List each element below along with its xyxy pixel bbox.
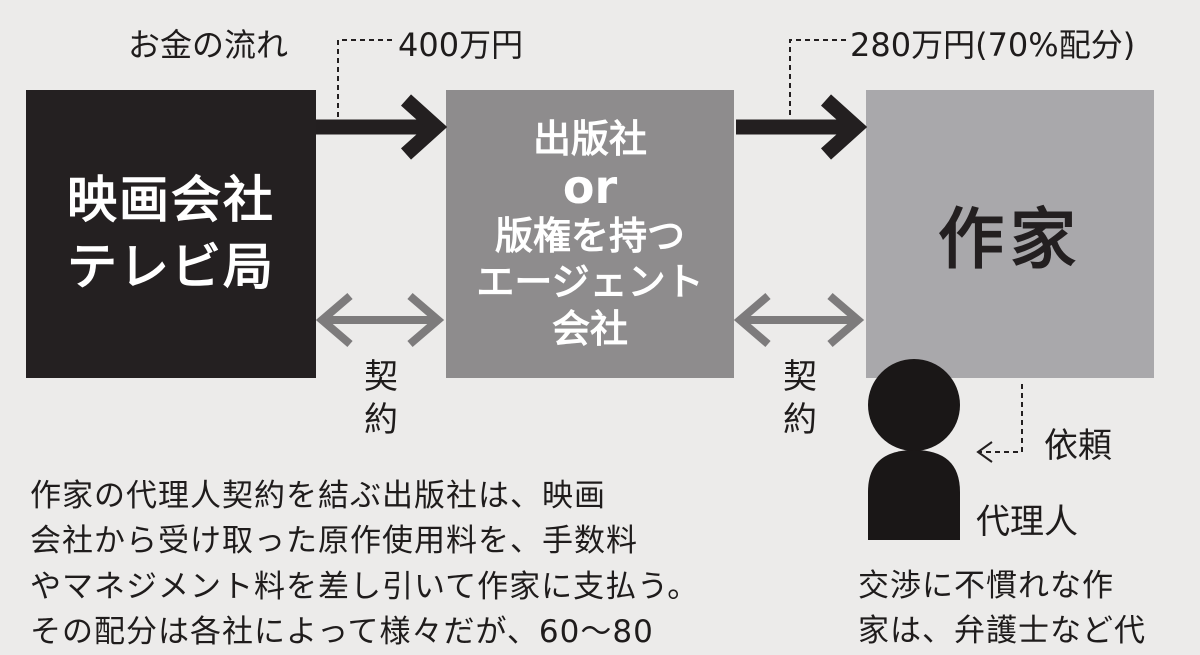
description-line: 作家の代理人契約を結ぶ出版社は、映画 — [30, 478, 606, 514]
agent-note-line: 交渉に不慣れな作 — [858, 568, 1114, 604]
studio-box: 映画会社 テレビ局 — [26, 90, 316, 378]
publisher-line5: 会社 — [551, 306, 628, 351]
contract-double-arrow-icon — [733, 292, 865, 348]
contract-double-arrow-icon — [315, 292, 445, 348]
agent-label: 代理人 — [976, 502, 1078, 542]
author-box: 作家 — [866, 90, 1154, 378]
publisher-line4: エージェント — [476, 260, 704, 305]
dashed-leader-line-icon — [337, 39, 1023, 453]
publisher-box: 出版社 or 版権を持つ エージェント 会社 — [446, 90, 734, 378]
author-label: 作家 — [938, 201, 1082, 278]
publisher-line3: 版権を持つ — [494, 213, 685, 258]
amount-to-publisher: 400万円 — [398, 26, 524, 64]
description-line: その配分は各社によって様々だが、60～80 — [30, 613, 654, 650]
description-paragraph: 作家の代理人契約を結ぶ出版社は、映画 会社から受け取った原作使用料を、手数料 や… — [30, 474, 699, 655]
publisher-line1: 出版社 — [532, 116, 647, 161]
money-arrow-icon — [736, 94, 868, 160]
amount-to-author: 280万円(70%配分) — [850, 26, 1136, 64]
diagram-graphics — [315, 39, 1023, 540]
contract-label-left: 契 約 — [364, 357, 398, 440]
contract-label-right: 契 約 — [783, 357, 817, 440]
request-label: 依頼 — [1044, 426, 1112, 466]
publisher-line2: or — [562, 160, 618, 215]
agent-note-line: 家は、弁護士など代 — [858, 613, 1146, 650]
description-line: 会社から受け取った原作使用料を、手数料 — [30, 523, 638, 560]
money-arrow-icon — [316, 94, 448, 160]
agent-note-paragraph: 交渉に不慣れな作 家は、弁護士など代 — [858, 564, 1146, 655]
money-flow-label: お金の流れ — [128, 26, 289, 64]
studio-line2: テレビ局 — [67, 238, 275, 296]
description-line: やマネジメント料を差し引いて作家に支払う。 — [30, 568, 700, 605]
person-silhouette-icon — [868, 359, 960, 540]
request-arrowhead-icon — [976, 441, 993, 463]
studio-line1: 映画会社 — [67, 170, 275, 229]
